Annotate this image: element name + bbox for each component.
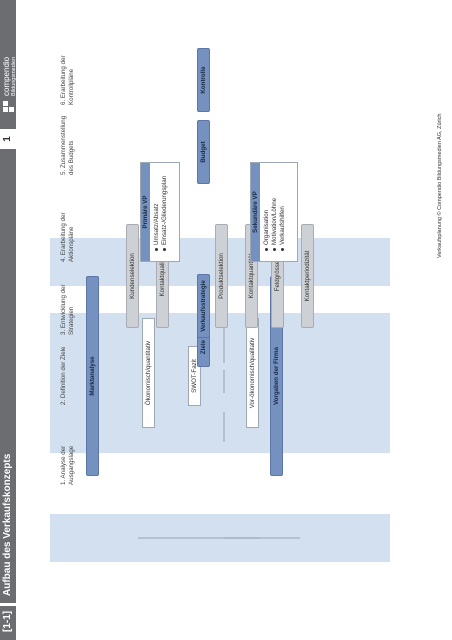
sekundaere-vp-list: Organisation Motivation/Löhne Verkaufshi… bbox=[263, 198, 287, 251]
oekonomisch-box: Ökonomisch/quantitativ bbox=[142, 318, 155, 428]
bullet-icon bbox=[155, 248, 158, 251]
verkaufsstrategie-box: Verkaufsstrategie bbox=[197, 274, 210, 338]
bullet-icon bbox=[163, 248, 166, 251]
list-item: Umsatz/Absatz bbox=[153, 176, 161, 251]
marktanalyse-box: Marktanalyse bbox=[86, 276, 99, 476]
bullet-icon bbox=[273, 248, 276, 251]
footer-copyright: Verkaufsplanung © Compendio Bildungsmedi… bbox=[437, 113, 443, 258]
primaere-vp-list: Umsatz/Absatz Einsatz-/Gliederungsplan bbox=[153, 176, 169, 251]
bullet-icon bbox=[281, 248, 284, 251]
list-item: Einsatz-/Gliederungsplan bbox=[161, 176, 169, 251]
list-item: Verkaufshilfen bbox=[279, 198, 287, 251]
primaere-vp-box: Primäre VP Umsatz/Absatz Einsatz-/Gliede… bbox=[140, 162, 180, 262]
sekundaere-vp-title: Sekundäre VP bbox=[251, 163, 260, 261]
kundenselektion-box: Kundenselektion bbox=[126, 224, 139, 328]
list-item: Motivation/Löhne bbox=[271, 198, 279, 251]
list-item: Organisation bbox=[263, 198, 271, 251]
sekundaere-vp-box: Sekundäre VP Organisation Motivation/Löh… bbox=[250, 162, 298, 262]
primaere-vp-title: Primäre VP bbox=[141, 163, 150, 261]
kontrolle-box: Kontrolle bbox=[197, 48, 210, 112]
kontaktperiodizitaet-box: Kontaktperiodizität bbox=[301, 224, 314, 328]
budget-box: Budget bbox=[197, 120, 210, 184]
vor-oekonomisch-box: Vor-ökonomisch/qualitativ bbox=[246, 318, 259, 428]
bullet-icon bbox=[265, 248, 268, 251]
produktselektion-box: Produktselektion bbox=[215, 224, 228, 328]
